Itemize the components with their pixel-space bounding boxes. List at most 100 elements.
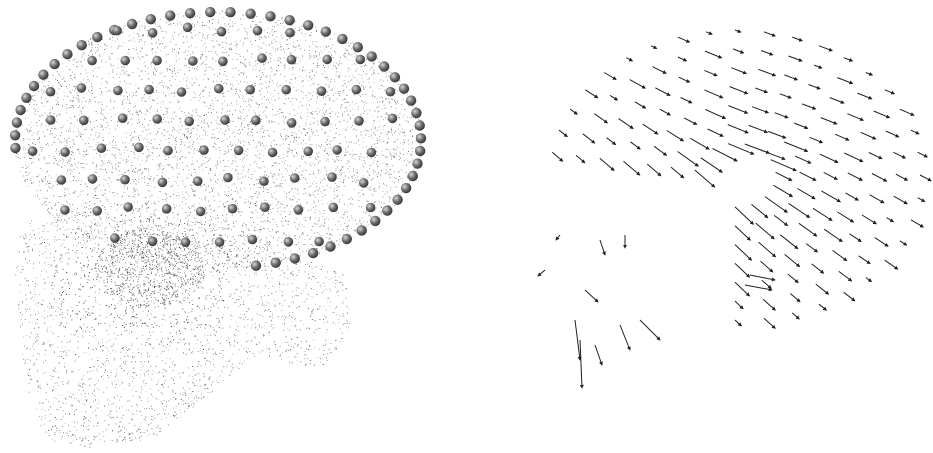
landmark-sphere-34 <box>412 158 422 168</box>
landmark-sphere-56 <box>188 56 198 66</box>
landmark-sphere-38 <box>382 205 392 215</box>
landmark-sphere-25 <box>367 51 377 61</box>
landmark-sphere-5 <box>29 81 39 91</box>
landmark-sphere-80 <box>287 118 297 128</box>
landmark-sphere-51 <box>253 26 263 36</box>
landmark-sphere-94 <box>367 148 377 158</box>
landmark-sphere-63 <box>77 83 87 93</box>
landmark-sphere-19 <box>265 11 275 21</box>
landmark-sphere-70 <box>317 86 327 96</box>
landmark-sphere-40 <box>357 225 367 235</box>
landmark-sphere-121 <box>314 237 324 247</box>
landmark-sphere-37 <box>392 195 402 205</box>
landmark-sphere-47 <box>112 26 122 36</box>
landmark-sphere-118 <box>215 237 225 247</box>
landmark-sphere-76 <box>152 114 162 124</box>
landmark-sphere-105 <box>60 205 70 215</box>
landmark-sphere-26 <box>379 61 389 71</box>
landmark-sphere-69 <box>281 85 291 95</box>
landmark-sphere-112 <box>294 205 304 215</box>
landmark-sphere-33 <box>415 146 425 156</box>
landmark-sphere-21 <box>303 20 313 30</box>
landmark-sphere-68 <box>245 85 255 95</box>
landmark-sphere-117 <box>181 237 191 247</box>
landmark-sphere-31 <box>415 120 425 130</box>
landmark-sphere-13 <box>146 14 156 24</box>
landmark-sphere-58 <box>257 53 267 63</box>
landmark-sphere-95 <box>57 175 67 185</box>
landmark-sphere-79 <box>251 116 261 126</box>
landmark-sphere-86 <box>97 143 107 153</box>
landmark-sphere-96 <box>88 174 98 184</box>
landmark-sphere-50 <box>217 27 227 37</box>
landmark-sphere-64 <box>113 86 123 96</box>
landmark-sphere-20 <box>284 15 294 25</box>
landmark-sphere-119 <box>248 235 258 245</box>
landmark-sphere-65 <box>144 85 154 95</box>
landmark-sphere-91 <box>268 148 278 158</box>
landmark-sphere-85 <box>60 147 70 157</box>
landmark-sphere-10 <box>92 32 102 42</box>
landmark-sphere-75 <box>118 113 128 123</box>
landmark-sphere-98 <box>158 178 168 188</box>
landmark-sphere-103 <box>327 172 337 182</box>
landmark-sphere-44 <box>290 253 300 263</box>
landmark-sphere-81 <box>320 117 330 127</box>
landmark-sphere-109 <box>196 207 206 217</box>
landmark-sphere-39 <box>370 216 380 226</box>
landmark-sphere-93 <box>332 145 342 155</box>
landmark-sphere-104 <box>359 178 369 188</box>
landmark-sphere-113 <box>329 203 339 213</box>
landmark-sphere-2 <box>12 117 22 127</box>
landmark-sphere-61 <box>356 55 366 65</box>
landmark-sphere-62 <box>46 87 56 97</box>
landmark-sphere-59 <box>287 55 297 65</box>
landmark-sphere-24 <box>353 42 363 52</box>
landmark-sphere-29 <box>406 95 416 105</box>
landmark-sphere-78 <box>220 115 230 125</box>
landmark-sphere-9 <box>77 40 87 50</box>
landmark-sphere-90 <box>234 146 244 156</box>
landmark-sphere-12 <box>127 19 137 29</box>
landmark-sphere-110 <box>228 204 238 214</box>
landmark-sphere-53 <box>87 56 97 66</box>
landmark-sphere-42 <box>325 241 335 251</box>
landmark-sphere-43 <box>308 248 318 258</box>
landmark-sphere-115 <box>110 233 120 243</box>
landmark-sphere-7 <box>49 59 59 69</box>
landmark-sphere-66 <box>177 87 187 97</box>
landmark-sphere-83 <box>388 114 398 124</box>
landmark-sphere-28 <box>399 84 409 94</box>
landmark-sphere-102 <box>290 173 300 183</box>
landmark-sphere-88 <box>163 146 173 156</box>
landmark-sphere-22 <box>321 26 331 36</box>
landmark-sphere-114 <box>366 203 376 213</box>
landmark-sphere-87 <box>134 143 144 153</box>
landmark-sphere-92 <box>303 147 313 157</box>
landmark-sphere-30 <box>411 108 421 118</box>
landmark-sphere-106 <box>92 206 102 216</box>
landmark-sphere-107 <box>123 202 133 212</box>
landmark-sphere-23 <box>337 34 347 44</box>
landmark-sphere-16 <box>205 7 215 17</box>
landmark-sphere-89 <box>199 145 209 155</box>
landmark-sphere-4 <box>21 93 31 103</box>
landmark-sphere-71 <box>352 85 362 95</box>
landmark-sphere-100 <box>223 173 233 183</box>
landmark-sphere-1 <box>10 130 20 140</box>
landmark-sphere-35 <box>408 171 418 181</box>
landmark-sphere-72 <box>386 87 396 97</box>
landmark-sphere-27 <box>390 72 400 82</box>
landmark-sphere-101 <box>259 176 269 186</box>
landmark-sphere-60 <box>322 55 332 65</box>
landmark-sphere-67 <box>214 84 224 94</box>
landmark-sphere-108 <box>162 204 172 214</box>
landmark-sphere-45 <box>271 258 281 268</box>
landmark-sphere-74 <box>79 116 89 126</box>
landmark-sphere-57 <box>218 57 228 67</box>
landmark-sphere-49 <box>183 23 193 33</box>
landmark-sphere-32 <box>416 133 426 143</box>
landmark-sphere-120 <box>284 237 294 247</box>
landmark-sphere-18 <box>245 9 255 19</box>
